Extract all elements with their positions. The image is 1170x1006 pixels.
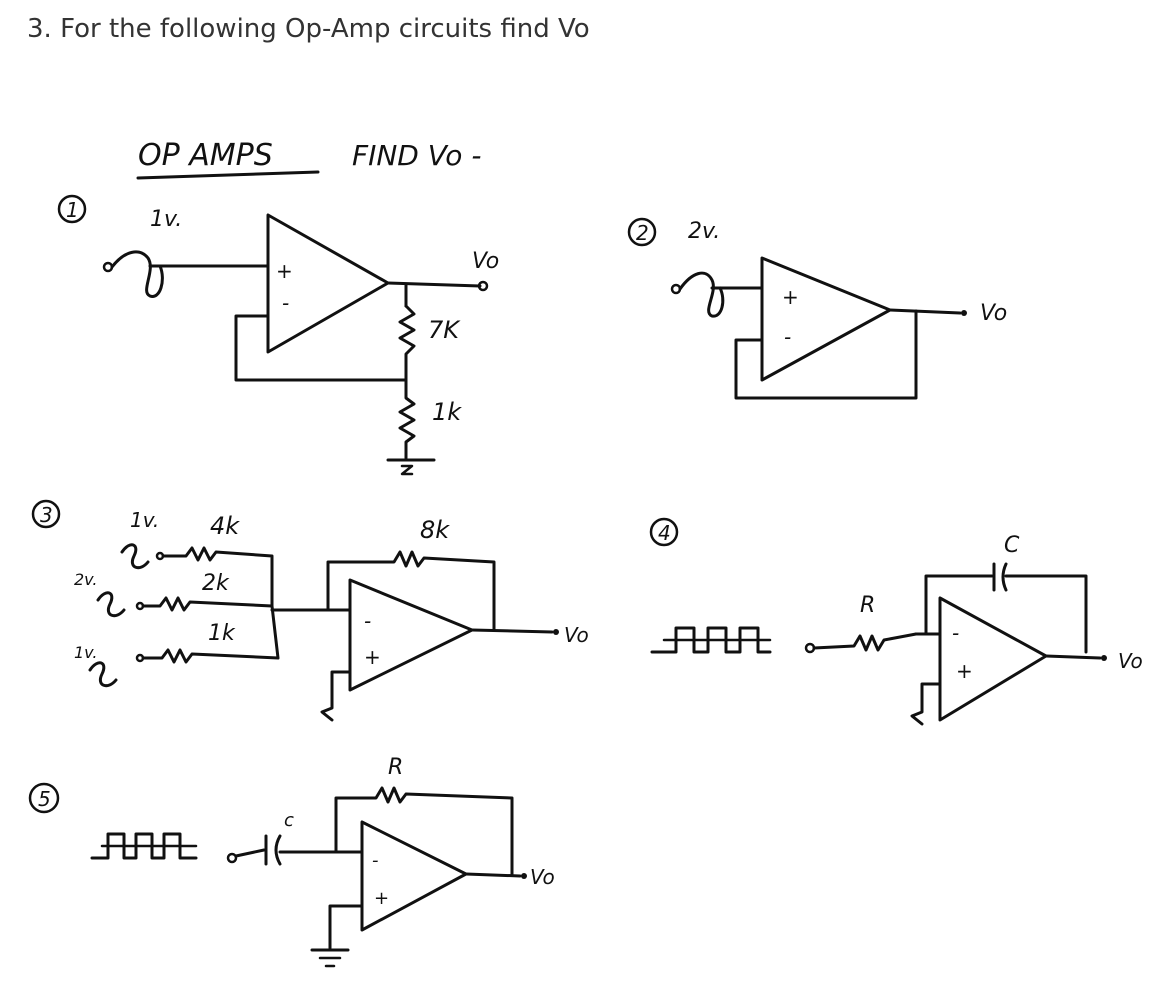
- circuit-5-input-terminal: [226, 852, 238, 864]
- circuit-3-opamp: [348, 578, 474, 692]
- circuit-4-feedback-wire-right: [1004, 574, 1088, 654]
- circuit-5-minus: -: [372, 850, 379, 871]
- circuit-4-output-wire: [1044, 654, 1102, 660]
- circuit-1-feedback-wire: [234, 314, 408, 382]
- circuit-3-resistor-4k: [161, 546, 274, 608]
- sketch-heading-right: FIND Vo -: [352, 139, 481, 172]
- circuit-3-source-1-icon: [120, 543, 150, 570]
- circuit-5-r-label: R: [388, 755, 403, 780]
- circuit-4-resistor-r: [812, 632, 918, 652]
- circuit-2-number-circle: [627, 217, 657, 247]
- circuit-1-output-wire: [386, 281, 482, 288]
- circuit-1-number-circle: [57, 194, 87, 224]
- circuit-1-number: 1: [66, 198, 79, 222]
- sketch-heading-left: OP AMPS: [138, 138, 273, 173]
- circuit-4-feedback-wire-left: [924, 574, 994, 636]
- circuit-1-opamp: [266, 213, 390, 354]
- circuit-3-r3-label: 1k: [208, 621, 236, 646]
- circuit-1-r-top-label: 7K: [428, 316, 461, 344]
- circuit-3-r1-label: 4k: [210, 512, 240, 540]
- circuit-1-plus: +: [276, 259, 293, 283]
- circuit-1-source-label: 1v.: [150, 207, 182, 232]
- circuit-5-number: 5: [38, 787, 51, 811]
- circuit-3-output-wire: [470, 628, 554, 634]
- circuit-3-resistor-8k: [326, 550, 496, 632]
- circuit-4-output-terminal: [1101, 655, 1107, 661]
- circuit-5-resistor-r: [334, 786, 514, 876]
- circuit-1-ground-mark: [400, 464, 414, 476]
- circuit-4-ground-icon: [910, 682, 942, 726]
- circuit-3-ground-icon: [320, 670, 352, 722]
- circuit-2-plus: +: [782, 285, 799, 309]
- question-text: 3. For the following Op-Amp circuits fin…: [27, 14, 590, 44]
- circuit-4-number: 4: [658, 521, 671, 545]
- circuit-3-number-circle: [31, 499, 61, 529]
- circuit-2-output-label: Vo: [980, 301, 1007, 326]
- circuit-2-sine-source-icon: [678, 271, 725, 318]
- circuit-3-src3-label: 1v.: [74, 643, 97, 662]
- circuit-2: 2 2v. + - Vo: [627, 217, 1007, 400]
- circuit-3-src2-label: 2v.: [74, 570, 97, 589]
- circuit-1-minus: -: [282, 291, 289, 315]
- circuit-3-plus: +: [364, 645, 381, 669]
- circuit-1-resistor-1k: [398, 378, 416, 460]
- circuit-4-capacitor-plate-2: [1001, 562, 1008, 592]
- circuit-2-minus: -: [784, 325, 791, 349]
- circuit-3-number: 3: [40, 503, 53, 527]
- heading-underline: [136, 170, 320, 180]
- circuit-1-resistor-7k: [398, 304, 416, 382]
- circuit-3-source-2-icon: [96, 591, 126, 618]
- circuit-1-output-terminal: [477, 280, 489, 292]
- circuit-1-sine-source-icon: [110, 250, 164, 298]
- circuit-5-opamp: [360, 820, 468, 932]
- circuit-3-src1-label: 1v.: [130, 508, 159, 532]
- circuit-2-output-wire: [888, 308, 962, 315]
- circuit-4-opamp: [938, 596, 1048, 722]
- circuit-3-output-terminal: [553, 629, 559, 635]
- circuit-2-opamp: [760, 256, 892, 382]
- circuit-4: 4 R - + C Vo: [649, 517, 1143, 726]
- circuit-5-input-wire: [234, 848, 266, 858]
- circuit-1-r-bottom-label: 1k: [432, 398, 462, 426]
- circuit-5-number-circle: [28, 782, 60, 814]
- circuit-4-plus: +: [956, 659, 973, 683]
- circuit-5-capacitor-plate-2: [274, 834, 282, 866]
- circuit-4-r-label: R: [860, 593, 875, 618]
- circuit-5: 5 c - + R Vo: [28, 755, 555, 968]
- circuit-1: 1 1v. + - Vo 7K 1k: [57, 194, 499, 476]
- circuit-5-ground-wire: [328, 904, 364, 950]
- circuit-3-resistor-1k: [141, 604, 280, 664]
- circuit-2-source-label: 2v.: [688, 219, 720, 244]
- circuit-3-resistor-2k: [141, 596, 274, 612]
- circuit-2-number: 2: [636, 221, 649, 245]
- circuit-3-output-label: Vo: [564, 623, 589, 647]
- circuit-4-square-wave-icon: [650, 626, 772, 654]
- circuit-2-feedback-wire: [734, 309, 918, 400]
- circuit-5-square-wave-icon: [90, 832, 198, 860]
- circuit-5-c-label: c: [284, 810, 294, 831]
- circuit-5-output-terminal: [521, 873, 527, 879]
- circuit-3: 3 1v. 2v. 1v. 4k 2k 1k - + 8k Vo: [31, 499, 589, 722]
- circuit-3-source-3-icon: [88, 661, 118, 688]
- circuit-1-output-label: Vo: [472, 249, 499, 274]
- circuit-5-output-label: Vo: [530, 865, 555, 889]
- circuit-4-number-circle: [649, 517, 679, 547]
- circuit-5-plus: +: [374, 888, 389, 909]
- circuit-5-output-wire: [464, 872, 522, 878]
- circuit-3-minus: -: [364, 609, 371, 633]
- circuit-4-output-label: Vo: [1118, 649, 1143, 673]
- circuit-4-minus: -: [952, 621, 959, 645]
- circuit-3-rf-label: 8k: [420, 516, 450, 544]
- circuit-2-output-terminal: [961, 310, 967, 316]
- circuit-4-c-label: C: [1004, 533, 1020, 558]
- circuit-3-r2-label: 2k: [202, 571, 230, 596]
